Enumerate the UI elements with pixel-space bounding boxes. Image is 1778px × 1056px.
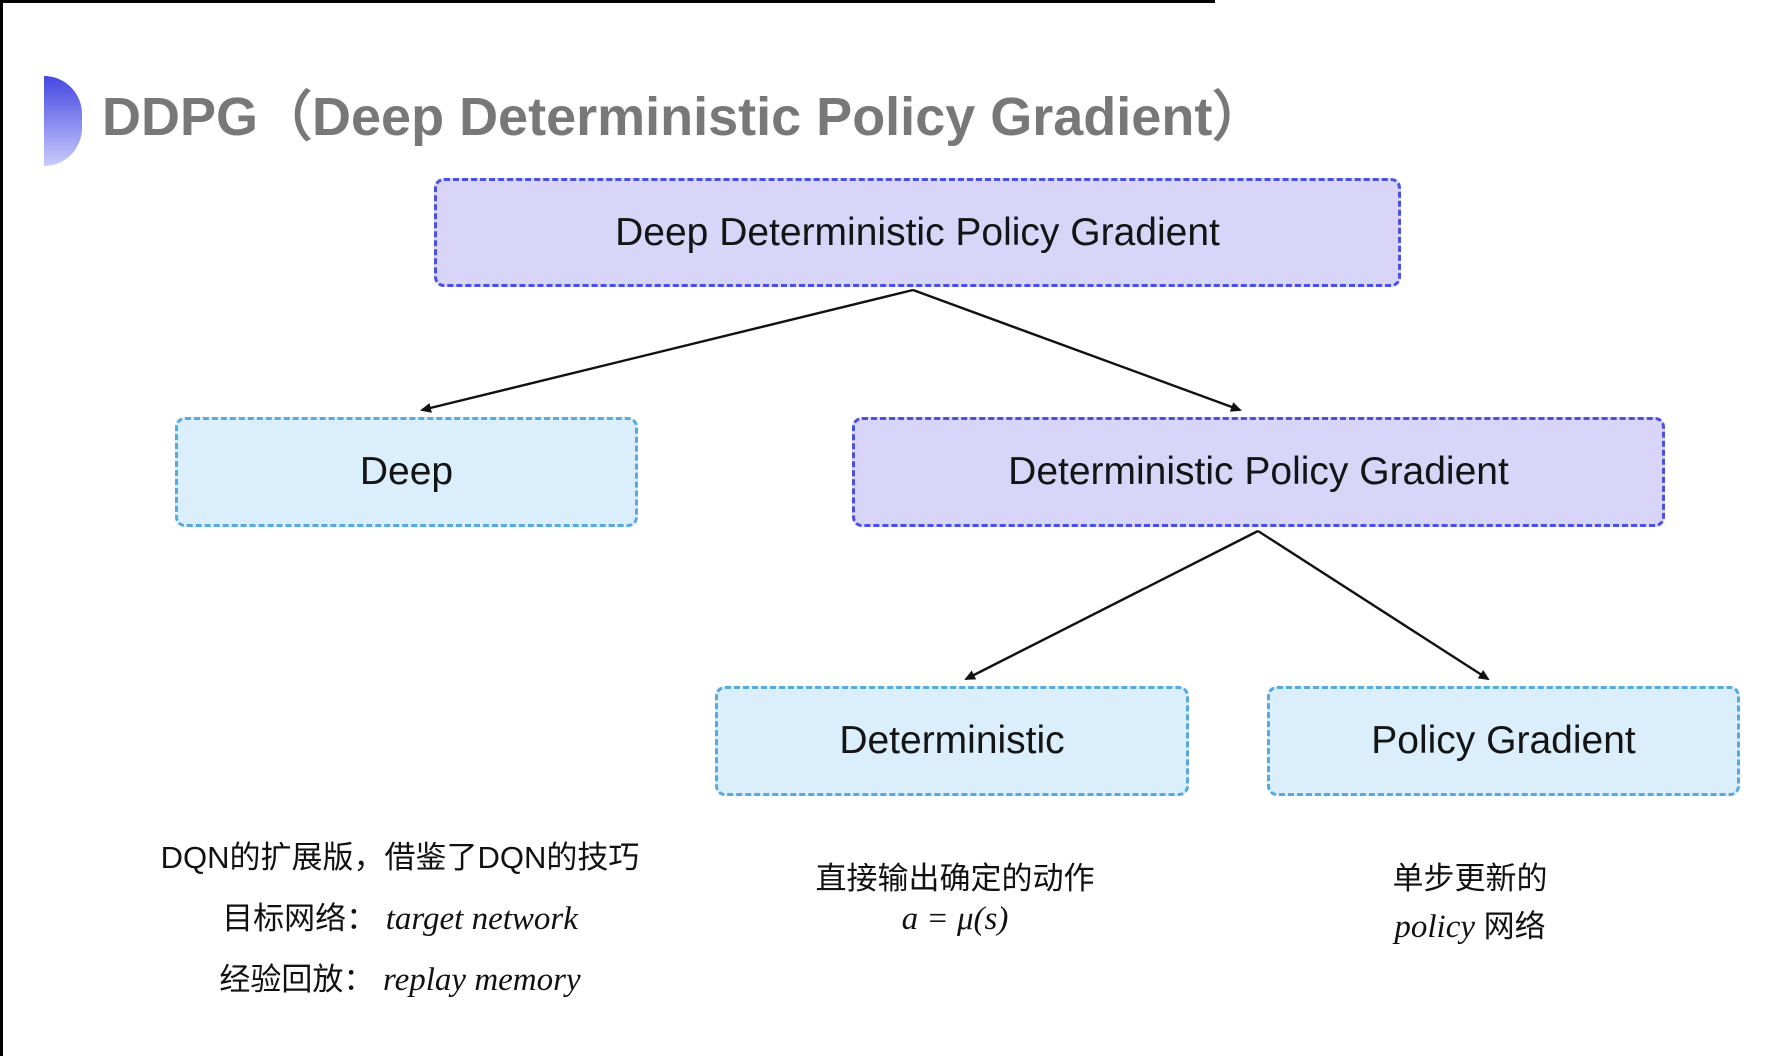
node-label: Deep	[359, 450, 454, 493]
note-term-en: policy	[1394, 909, 1475, 945]
note-deterministic-action: 直接输出确定的动作	[815, 861, 1095, 896]
note-term-en: target network	[385, 901, 578, 937]
bullet-half-circle-icon	[44, 76, 82, 166]
node-deep-deterministic-policy-gradient: Deep Deterministic Policy Gradient	[434, 178, 1401, 287]
note-spacer	[377, 901, 386, 936]
note-term-en: replay memory	[382, 962, 581, 998]
note-single-step-update: 单步更新的	[1392, 861, 1548, 896]
arrow-dpg-to-deterministic	[964, 529, 1259, 681]
node-deep: Deep	[175, 417, 638, 527]
node-label: Deterministic Policy Gradient	[1008, 450, 1509, 493]
node-label: Deep Deterministic Policy Gradient	[615, 210, 1220, 254]
node-deterministic: Deterministic	[715, 686, 1189, 796]
note-label-cn: 目标网络：	[222, 901, 378, 936]
arrow-root-to-deep	[420, 288, 914, 413]
note-target-network: 目标网络： target network	[110, 893, 690, 938]
frame-top-edge	[0, 0, 1215, 3]
node-label: Policy Gradient	[1371, 719, 1636, 762]
node-deterministic-policy-gradient: Deterministic Policy Gradient	[852, 417, 1665, 527]
note-label-cn: 经验回放：	[219, 962, 375, 997]
note-policy-network: policy 网络	[1250, 901, 1690, 946]
node-label: Deterministic	[839, 719, 1065, 762]
note-dqn-extension: DQN的扩展版，借鉴了DQN的技巧	[160, 840, 640, 875]
arrow-root-to-dpg	[912, 288, 1242, 412]
note-spacer	[374, 962, 383, 997]
note-replay-memory: 经验回放： replay memory	[110, 954, 690, 999]
note-suffix-cn: 网络	[1475, 909, 1546, 944]
note-formula-a-mu-s: a = μ(s)	[901, 901, 1009, 937]
page-title: DDPG（Deep Deterministic Policy Gradient）	[102, 87, 1267, 147]
frame-left-edge	[0, 0, 3, 1056]
node-policy-gradient: Policy Gradient	[1267, 686, 1740, 796]
arrow-dpg-to-policy-gradient	[1257, 529, 1490, 681]
